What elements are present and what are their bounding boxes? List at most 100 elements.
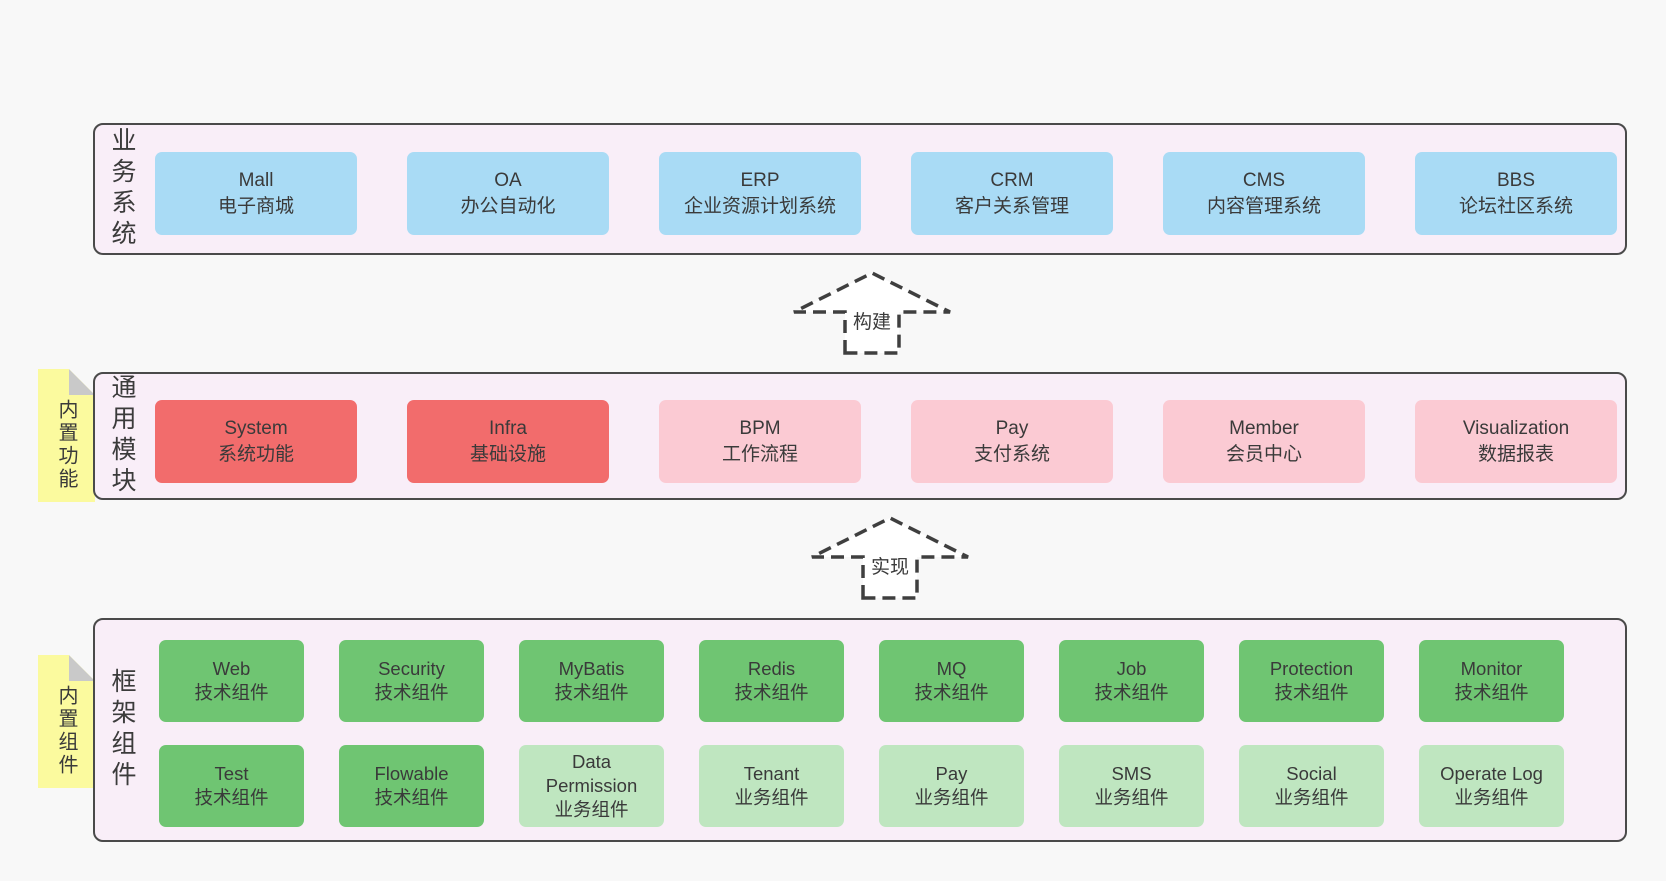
module-name: Web <box>212 658 251 680</box>
layer-title: 框架组件 <box>108 668 136 792</box>
module-subtitle: 支付系统 <box>973 443 1050 465</box>
module-box-bpm: BPM 工作流程 <box>659 400 861 483</box>
module-subtitle: 会员中心 <box>1225 443 1302 465</box>
module-name: Social <box>1286 763 1337 785</box>
module-subtitle: 业务组件 <box>914 787 989 808</box>
module-name: BPM <box>739 418 781 440</box>
business-systems-layer: 业务系统 Mall 电子商城 OA 办公自动化 ERP 企业资源计划系统 CRM 客户关系管理… <box>93 123 1627 255</box>
module-box-erp: ERP 企业资源计划系统 <box>659 152 861 235</box>
module-name: Security <box>378 658 445 680</box>
module-subtitle: 技术组件 <box>1094 682 1169 703</box>
module-subtitle: 客户关系管理 <box>954 195 1069 217</box>
module-subtitle: 技术组件 <box>194 682 269 703</box>
module-subtitle: 电子商城 <box>217 195 294 217</box>
module-name: Redis <box>747 658 796 680</box>
module-box-mall: Mall 电子商城 <box>155 152 357 235</box>
module-subtitle: 技术组件 <box>374 787 449 808</box>
module-name: Pay <box>935 763 968 785</box>
module-subtitle: 技术组件 <box>1274 682 1349 703</box>
module-name: Monitor <box>1460 658 1523 680</box>
module-subtitle: 技术组件 <box>554 682 629 703</box>
module-subtitle: 工作流程 <box>721 443 798 465</box>
module-name: BBS <box>1496 170 1536 192</box>
module-subtitle: 技术组件 <box>914 682 989 703</box>
module-subtitle: 内容管理系统 <box>1206 195 1321 217</box>
arrow-label: 实现 <box>868 552 912 579</box>
module-name: Tenant <box>743 763 800 785</box>
module-box-crm: CRM 客户关系管理 <box>911 152 1113 235</box>
module-box-infra: Infra 基础设施 <box>407 400 609 483</box>
sticky-note-label: 内置功能 <box>55 398 77 491</box>
module-box-visualization: Visualization 数据报表 <box>1415 400 1617 483</box>
module-name: ERP <box>740 170 780 192</box>
module-name: OA <box>494 170 522 192</box>
module-box-system: System 系统功能 <box>155 400 357 483</box>
module-box-oa: OA 办公自动化 <box>407 152 609 235</box>
module-name: SMS <box>1111 763 1152 785</box>
module-name: Data Permission <box>545 751 638 797</box>
module-subtitle: 技术组件 <box>374 682 449 703</box>
module-subtitle: 业务组件 <box>554 798 629 820</box>
module-name: CRM <box>990 170 1034 192</box>
module-subtitle: 办公自动化 <box>460 195 556 217</box>
module-name: Test <box>214 763 249 785</box>
module-subtitle: 技术组件 <box>194 787 269 808</box>
implement-arrow-icon: 实现 <box>810 515 970 601</box>
module-name: Infra <box>488 418 528 440</box>
module-subtitle: 论坛社区系统 <box>1458 195 1573 217</box>
arrow-label: 构建 <box>850 307 894 334</box>
sticky-note-built-in-components: 内置组件 <box>38 655 95 788</box>
module-name: Job <box>1116 658 1147 680</box>
module-subtitle: 数据报表 <box>1477 443 1554 465</box>
module-subtitle: 业务组件 <box>1274 787 1349 808</box>
module-name: CMS <box>1242 170 1286 192</box>
module-name: Visualization <box>1462 418 1570 440</box>
module-subtitle: 业务组件 <box>1454 787 1529 808</box>
module-name: Mall <box>238 170 274 192</box>
sticky-note-label: 内置组件 <box>55 684 77 777</box>
module-box-bbs: BBS 论坛社区系统 <box>1415 152 1617 235</box>
module-name: Operate Log <box>1440 763 1543 785</box>
module-subtitle: 基础设施 <box>469 443 546 465</box>
module-name: System <box>224 418 288 440</box>
module-box-member: Member 会员中心 <box>1163 400 1365 483</box>
layer-title: 通用模块 <box>108 374 136 498</box>
module-subtitle: 技术组件 <box>734 682 809 703</box>
build-arrow-icon: 构建 <box>792 270 952 356</box>
module-name: Protection <box>1269 658 1354 680</box>
module-subtitle: 企业资源计划系统 <box>683 195 836 217</box>
module-name: Member <box>1229 418 1299 440</box>
module-subtitle: 业务组件 <box>1094 787 1169 808</box>
module-subtitle: 技术组件 <box>1454 682 1529 703</box>
module-name: MQ <box>936 658 967 680</box>
layer-title: 业务系统 <box>108 127 136 251</box>
module-subtitle: 系统功能 <box>217 443 294 465</box>
module-name: MyBatis <box>558 658 625 680</box>
module-name: Flowable <box>374 763 449 785</box>
module-subtitle: 业务组件 <box>734 787 809 808</box>
sticky-note-built-in-features: 内置功能 <box>38 369 95 502</box>
